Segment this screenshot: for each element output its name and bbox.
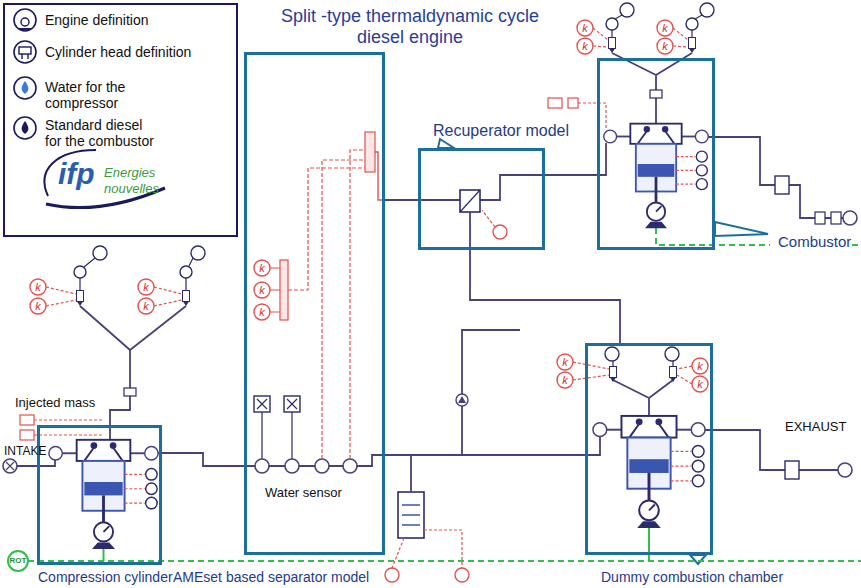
injector [610,367,617,383]
signal-symbol-letter: k [582,41,588,52]
signal-symbol-letter: k [35,282,41,293]
signal-symbol-letter: k [143,282,149,293]
part-label: EXHAUST [785,419,846,435]
cylinder-icon [49,440,158,549]
signal-symbol-letter: k [35,301,41,312]
signal-symbol-letter: k [662,23,668,34]
combustor-schematic [548,3,861,245]
injector [183,291,190,307]
pipe-connector [162,453,244,466]
injector [670,367,677,383]
pipe-connector [385,199,418,201]
signal-symbol-letter: ROT [10,557,27,565]
callout-box: Dummy combustion chamber [585,343,713,555]
callout-label: Recuperator model [433,121,569,140]
separator-schematic [244,132,520,582]
callout-box: Compression cylinder [37,425,162,565]
shaft-line [8,551,861,571]
signal-symbol-letter: k [259,307,265,318]
legend-text: Water for the compressor [45,79,157,111]
injector [609,38,616,54]
pipe-connector [545,174,597,176]
signal-circles [30,20,708,392]
callout-label: Combustor [778,233,851,251]
part-label: ifp [58,156,95,192]
callout-box: Combustor [597,58,715,250]
legend-text: Cylinder head definition [45,44,191,60]
signal-symbol-letter: k [259,285,265,296]
diagram-title: Split -type thermaldynamic cycle diesel … [260,6,560,48]
signal-symbol-letter: k [143,301,149,312]
callout-label: Compression cylinder [38,569,173,586]
cylinder-icon [593,416,705,528]
legend-box [4,4,237,236]
cylinder-icon [604,124,709,228]
compression-schematic [3,246,205,561]
injector [77,291,84,307]
signal-symbol-letter: k [697,379,703,390]
part-label: Energies nouvelles [104,165,166,196]
signal-symbol-letter: k [582,23,588,34]
callout-label: Dummy combustion chamber [601,569,783,586]
legend-text: Standard diesel for the combustor [45,117,157,149]
injector [689,38,696,54]
signal-symbol-letter: k [662,41,668,52]
recuperator-schematic [418,139,620,343]
signal-symbol-letter: k [259,263,265,274]
signal-symbol-letter: k [562,357,568,368]
callout-label: AMEset based separator model [173,569,369,586]
part-label: INTAKE [4,444,46,458]
part-label: Injected mass [15,395,95,411]
callout-box: AMEset based separator modelWater sensor [244,52,385,555]
callout-box: Recuperator model [418,148,545,250]
legend-text: Engine definition [45,12,149,28]
pipe-connector [385,454,585,456]
signal-symbol-letter: k [697,361,703,372]
box-note: Water sensor [265,485,342,501]
signal-symbol-letter: k [562,375,568,386]
